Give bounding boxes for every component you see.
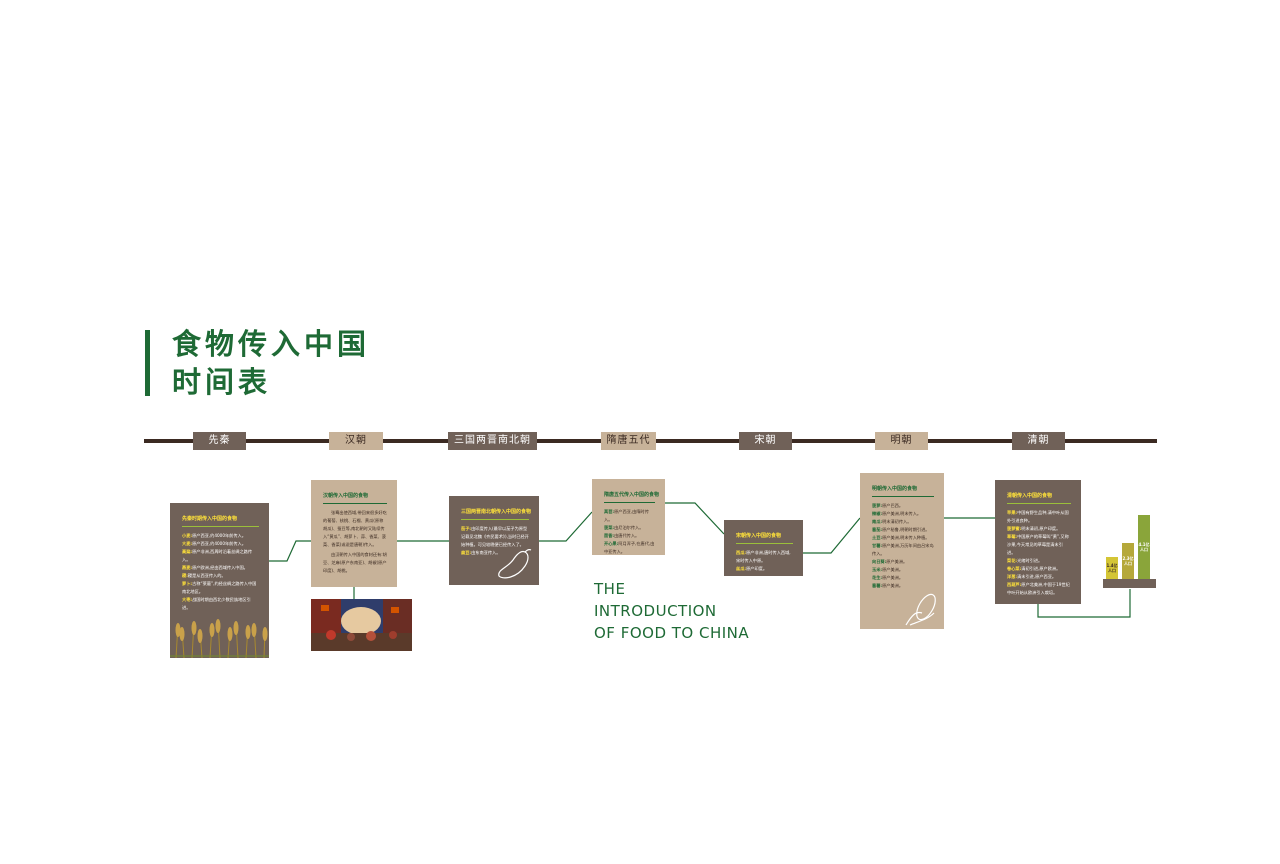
list-item: 菠菜:由尼泊尔传入。 <box>604 525 644 530</box>
card-title: 隋唐五代传入中国的食物 <box>604 492 660 498</box>
list-item: 茄子:由印度传入(最早以茄子为原型记载见北魏《齐民要术》),当时已经开始种植。可… <box>461 526 529 547</box>
chart-bar-label: 4.1亿人口 <box>1138 542 1150 552</box>
card-title: 三国两晋南北朝传入中国的食物 <box>461 509 532 515</box>
list-item: 菠萝:原产巴西。 <box>872 503 904 508</box>
card-divider <box>604 502 655 503</box>
card-title: 宋朝传入中国的食物 <box>736 533 782 539</box>
list-item: 南瓜:明末清初传入。 <box>872 519 912 524</box>
card-divider <box>872 496 934 497</box>
card-sanguo: 三国两晋南北朝传入中国的食物 茄子:由印度传入(最早以茄子为原型记载见北魏《齐民… <box>449 496 539 585</box>
card-divider <box>461 519 529 520</box>
card-title: 明朝传入中国的食物 <box>872 486 918 492</box>
card-ming: 明朝传入中国的食物 菠萝:原产巴西。 辣椒:原产美洲,明末传入。 南瓜:明末清初… <box>860 473 944 629</box>
list-item: 番薯:原产美洲。 <box>872 583 904 588</box>
list-item: 西瓜:原产非洲,唐时传入西域,宋时传入中原。 <box>736 550 791 563</box>
painting-scene <box>311 599 412 651</box>
list-item: 甘薯:原产美洲,万历年间由吕宋岛传入。 <box>872 543 934 556</box>
era-label-sanguo: 三国两晋南北朝 <box>448 432 537 450</box>
era-label-ming: 明朝 <box>875 432 928 450</box>
chart-bar-label: 2.3亿人口 <box>1122 556 1134 566</box>
english-title-line2: INTRODUCTION <box>594 602 717 620</box>
list-item: 玉米:原产美洲。 <box>872 567 904 572</box>
list-item: 大枣:战国时期由西北少数民族地区引进。 <box>182 597 251 610</box>
list-item: 花生:原产美洲。 <box>872 575 904 580</box>
card-paragraph: 张骞出使西域,带回来很多好吃的葡萄、核桃、石榴、黄瓜(原称胡瓜)、蚕豆等,南北朝… <box>323 510 387 547</box>
list-item: 土豆:原产美洲,明末传入种植。 <box>872 535 930 540</box>
list-item: 丝瓜:原产印度。 <box>736 566 768 571</box>
chart-bar-2: 4.1亿人口 <box>1138 515 1150 579</box>
corn-icon <box>905 593 936 626</box>
list-item: 菜花:光绪时引进。 <box>1007 558 1043 563</box>
era-label-qing: 清朝 <box>1012 432 1065 450</box>
card-title: 先秦时期传入中国的食物 <box>182 516 238 522</box>
chart-bar-label: 1.4亿人口 <box>1106 563 1118 573</box>
list-item: 燕麦:原产欧洲,经由西域传入中国。 <box>182 565 248 570</box>
title-accent-bar <box>145 330 150 396</box>
english-title-line1: THE <box>594 580 626 598</box>
list-item: 向日葵:原产美洲。 <box>872 559 908 564</box>
chart-base <box>1103 579 1156 588</box>
list-item: 小麦:原产西亚,约4000年前传入。 <box>182 533 246 538</box>
list-item: 草莓:中国原产的草莓叫“黄”,又称沙果,今天常见的草莓是清末引进。 <box>1007 534 1069 555</box>
list-item: 萝卜:古称“莱菔”,约经丝绸之路传入中国南北地区。 <box>182 581 257 594</box>
list-item: 西葫芦:原产北美洲,中国于19世纪中叶开始从欧洲引入栽培。 <box>1007 582 1070 595</box>
list-item: 高粱:原产非洲,西周时沿着丝绸之路传入。 <box>182 549 253 562</box>
card-song: 宋朝传入中国的食物 西瓜:原产非洲,唐时传入西域,宋时传入中原。 丝瓜:原产印度… <box>724 520 803 576</box>
list-item: 扁豆:由东南亚传入。 <box>461 550 501 555</box>
list-item: 开心果:阿月浑子,在唐代,由中亚传入。 <box>604 541 655 554</box>
list-item: 大麦:原产西亚,约4000年前传入。 <box>182 541 246 546</box>
card-qing: 清朝传入中国的食物 苹果:中国有野生品种,清中叶从国外引进良种。 菠萝蜜:明末清… <box>995 480 1081 604</box>
card-divider <box>323 503 387 504</box>
list-item: 苹果:中国有野生品种,清中叶从国外引进良种。 <box>1007 510 1069 523</box>
card-divider <box>1007 503 1071 504</box>
page-title-line1: 食物传入中国 <box>172 327 371 361</box>
list-item: 辣椒:原产美洲,明末传入。 <box>872 511 922 516</box>
population-bar-chart: 1.4亿人口 2.3亿人口 4.1亿人口 <box>1103 500 1156 590</box>
english-title-line3: OF FOOD TO CHINA <box>594 624 750 642</box>
list-item: 洋葱:清末引进,原产西亚。 <box>1007 574 1057 579</box>
list-item: 卷心菜:清初引进,原产欧洲。 <box>1007 566 1061 571</box>
era-label-song: 宋朝 <box>739 432 792 450</box>
card-suitang: 隋唐五代传入中国的食物 莴苣:原产西亚,由隋时传入。 菠菜:由尼泊尔传入。 茴香… <box>592 479 665 555</box>
card-paragraph: 由汉朝传入中国的食材还有:胡豆、芝麻(原产东南亚)、胡椒(原产印度)、胡桃。 <box>323 552 387 573</box>
era-label-suitang: 隋唐五代 <box>601 432 656 450</box>
list-item: 莴苣:原产西亚,由隋时传入。 <box>604 509 649 522</box>
card-divider <box>736 543 793 544</box>
card-divider <box>182 526 259 527</box>
page-title-line2: 时间表 <box>172 365 272 399</box>
card-title: 清朝传入中国的食物 <box>1007 493 1053 499</box>
wheat-illustration <box>170 619 269 658</box>
list-item: 菠萝蜜:明末清初,原产印度。 <box>1007 526 1061 531</box>
card-title: 汉朝传入中国的食物 <box>323 493 369 499</box>
chart-bar-1: 2.3亿人口 <box>1122 543 1134 579</box>
eggplant-icon <box>498 549 532 579</box>
card-xianqin: 先秦时期传入中国的食物 小麦:原产西亚,约4000年前传入。 大麦:原产西亚,约… <box>170 503 269 658</box>
era-label-han: 汉朝 <box>329 432 383 450</box>
han-scene-illustration <box>311 599 412 651</box>
era-label-xianqin: 先秦 <box>193 432 246 450</box>
list-item: 番茄:原产秘鲁,明朝时期引进。 <box>872 527 930 532</box>
chart-bar-0: 1.4亿人口 <box>1106 557 1118 579</box>
list-item: 稷:稷是从西亚传入的。 <box>182 573 226 578</box>
list-item: 茴香:由唐代传入。 <box>604 533 640 538</box>
card-han: 汉朝传入中国的食物 张骞出使西域,带回来很多好吃的葡萄、核桃、石榴、黄瓜(原称胡… <box>311 480 397 587</box>
